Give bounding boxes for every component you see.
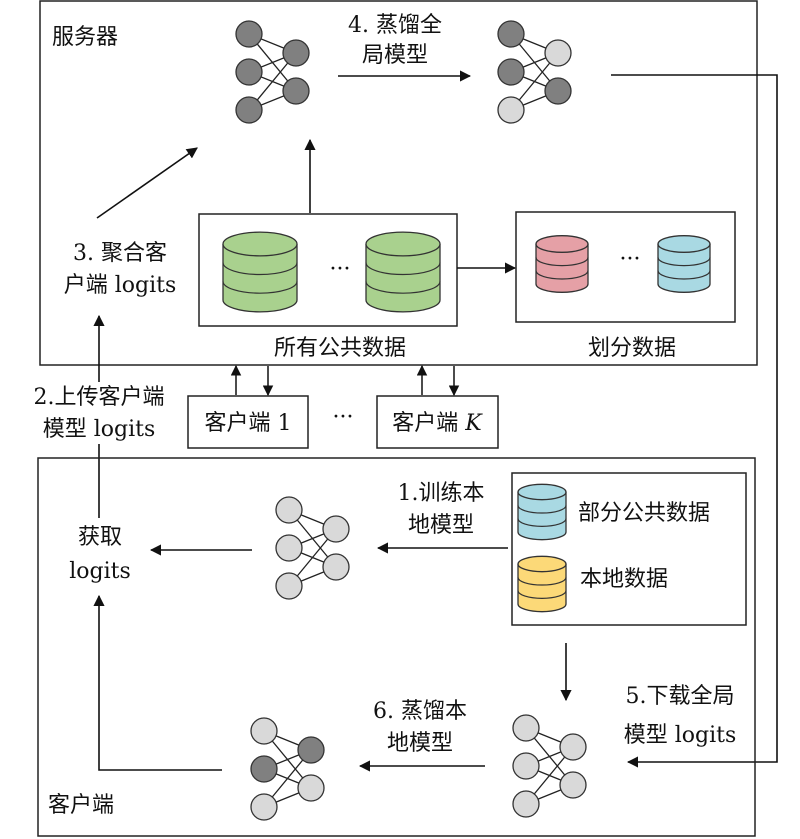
partition-db-icon bbox=[535, 235, 589, 293]
client-1-label: 客户端 1 bbox=[205, 411, 292, 436]
received-model-network bbox=[512, 714, 587, 818]
network-node bbox=[235, 96, 263, 124]
clients-ellipsis: ··· bbox=[333, 405, 354, 430]
db-body bbox=[535, 244, 589, 293]
network-node bbox=[544, 77, 572, 105]
network-node bbox=[322, 515, 350, 543]
clients-row: 客户端 1 ··· 客户端 K bbox=[187, 364, 499, 449]
network-node bbox=[235, 58, 263, 86]
partition-data-label: 划分数据 bbox=[588, 336, 676, 361]
db-band bbox=[222, 281, 298, 294]
step2-line1: 2.上传客户端 bbox=[34, 385, 165, 410]
public-data-box bbox=[198, 213, 458, 327]
network-node bbox=[275, 534, 303, 562]
get-logits-line1: 获取 bbox=[78, 525, 122, 550]
db-body bbox=[517, 492, 567, 541]
local-data-label: 本地数据 bbox=[580, 567, 668, 592]
network-node bbox=[275, 496, 303, 524]
db-top bbox=[535, 235, 589, 253]
network-node bbox=[250, 755, 278, 783]
network-node bbox=[250, 793, 278, 821]
get-logits-line2: logits bbox=[69, 559, 131, 584]
step5-line2: 模型 logits bbox=[624, 723, 737, 748]
public-data-ellipsis: ··· bbox=[330, 257, 351, 282]
network-node bbox=[250, 717, 278, 745]
db-band bbox=[535, 270, 589, 280]
public-data-db-icon bbox=[365, 231, 441, 313]
public-data-label: 所有公共数据 bbox=[274, 336, 406, 361]
step2-line2: 模型 logits bbox=[43, 417, 156, 442]
client-k-label: 客户端 K bbox=[392, 411, 483, 436]
network-node bbox=[512, 752, 540, 780]
db-body bbox=[657, 244, 711, 293]
step1-line2: 地模型 bbox=[408, 513, 474, 538]
db-top bbox=[365, 231, 441, 257]
client-k-box bbox=[376, 395, 499, 449]
step6-line1: 6. 蒸馏本 bbox=[373, 699, 467, 724]
network-node bbox=[497, 20, 525, 48]
download-global-logits-connector bbox=[611, 74, 778, 768]
network-node bbox=[297, 774, 325, 802]
server-title: 服务器 bbox=[52, 25, 118, 50]
step6-line2: 地模型 bbox=[387, 731, 453, 756]
public-data-db-icon bbox=[222, 231, 298, 313]
partial-public-db-icon bbox=[517, 483, 567, 541]
network-node bbox=[275, 572, 303, 600]
network-node bbox=[282, 39, 310, 67]
step3-line1: 3. 聚合客 bbox=[73, 241, 167, 266]
step3-line2: 户端 logits bbox=[64, 273, 177, 298]
network-node bbox=[512, 714, 540, 742]
db-band bbox=[365, 262, 441, 276]
db-top bbox=[657, 235, 711, 253]
step5-line1: 5.下载全局 bbox=[626, 684, 735, 709]
network-node bbox=[512, 790, 540, 818]
db-band bbox=[222, 262, 298, 276]
db-top bbox=[517, 483, 567, 501]
network-node bbox=[559, 771, 587, 799]
network-node bbox=[544, 39, 572, 67]
db-band bbox=[517, 577, 567, 586]
step4-line1: 4. 蒸馏全 bbox=[348, 13, 442, 38]
partition-db-icon bbox=[657, 235, 711, 293]
client-1-box bbox=[187, 395, 309, 449]
client-panel: 客户端 获取 logits 1.训练本 地模型 部分公共数据 本地数据 5.下载… bbox=[37, 457, 756, 837]
server-panel: 服务器 4. 蒸馏全 局模型 ··· 所有公共数据 ··· 划分数据 3. 聚合… bbox=[39, 0, 758, 366]
network-node bbox=[322, 553, 350, 581]
server-model-network bbox=[235, 20, 310, 124]
global-model-network bbox=[497, 20, 572, 124]
network-node bbox=[497, 58, 525, 86]
db-band bbox=[517, 518, 567, 527]
db-band bbox=[657, 257, 711, 267]
network-node bbox=[297, 736, 325, 764]
db-band bbox=[657, 270, 711, 280]
step4-line2: 局模型 bbox=[362, 43, 428, 68]
client-title: 客户端 bbox=[48, 793, 114, 818]
db-body bbox=[222, 244, 298, 313]
network-node bbox=[559, 733, 587, 761]
local-model-network bbox=[275, 496, 350, 600]
db-band bbox=[517, 590, 567, 599]
db-band bbox=[365, 281, 441, 294]
partition-ellipsis: ··· bbox=[620, 247, 641, 272]
distilled-to-logits-connector bbox=[93, 594, 222, 771]
db-top bbox=[517, 555, 567, 573]
db-band bbox=[535, 257, 589, 267]
network-node bbox=[497, 96, 525, 124]
db-body bbox=[517, 564, 567, 613]
db-body bbox=[365, 244, 441, 313]
distilled-local-model-network bbox=[250, 717, 325, 821]
step3-arrow bbox=[96, 147, 198, 219]
local-data-db-icon bbox=[517, 555, 567, 613]
network-node bbox=[282, 77, 310, 105]
db-band bbox=[517, 505, 567, 514]
db-top bbox=[222, 231, 298, 257]
step1-line1: 1.训练本 bbox=[398, 481, 485, 506]
partial-public-data-label: 部分公共数据 bbox=[578, 501, 710, 526]
local-data-box bbox=[511, 472, 747, 626]
network-node bbox=[235, 20, 263, 48]
